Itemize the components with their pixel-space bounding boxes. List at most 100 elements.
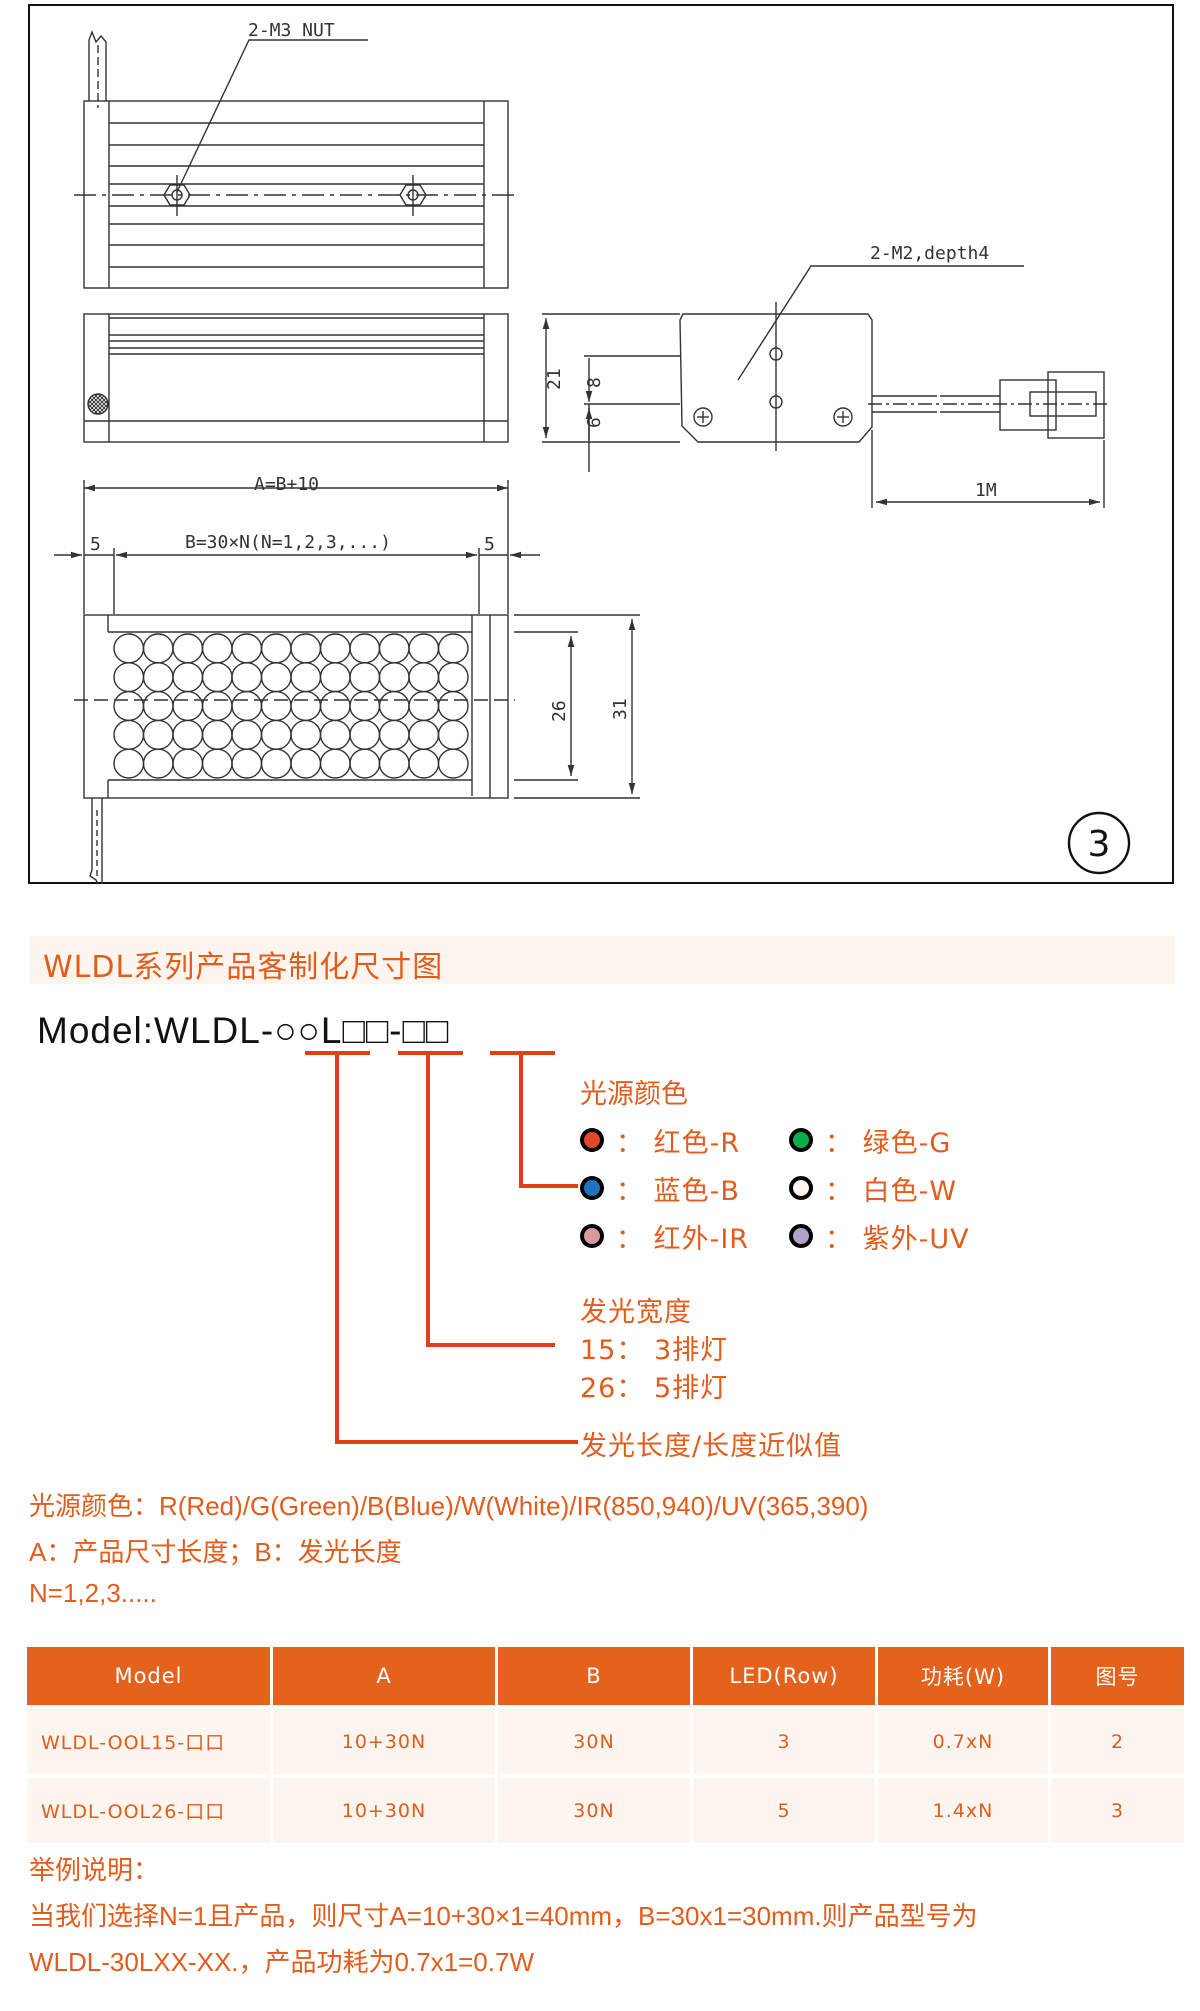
width-option: 15： 3排灯 <box>580 1335 729 1366</box>
led-circle <box>113 719 145 750</box>
cell-a: 10+30N <box>273 1778 495 1843</box>
section-title-band: WLDL系列产品客制化尺寸图 <box>29 936 1175 985</box>
model-width-code: □□ <box>342 1010 390 1051</box>
color-option-label: ： 紫外-UV <box>825 1223 970 1255</box>
led-circle <box>290 719 322 750</box>
led-circle <box>349 662 381 693</box>
led-circle <box>172 719 204 750</box>
color-option-label: ： 蓝色-B <box>616 1175 740 1207</box>
screw-icon <box>693 407 713 427</box>
cell-figure: 3 <box>1051 1778 1184 1843</box>
table-row: WLDL-OOL15-口口 10+30N 30N 3 0.7xN 2 <box>27 1709 1184 1774</box>
color-option: ： 红外-IR <box>580 1219 749 1255</box>
color-option-label: ： 白色-W <box>825 1175 958 1207</box>
cell-a: 10+30N <box>273 1709 495 1774</box>
connector-length <box>335 1053 578 1444</box>
led-circle <box>378 719 410 750</box>
led-circle <box>349 690 381 722</box>
led-circle <box>408 719 440 750</box>
led-circle <box>319 633 351 664</box>
front-view <box>54 480 640 885</box>
table-header-row: Model A B LED(Row) 功耗(W) 图号 <box>27 1647 1184 1705</box>
led-circle <box>437 690 469 722</box>
color-option: ： 紫外-UV <box>789 1219 970 1255</box>
color-swatch-icon <box>789 1176 813 1200</box>
left-margin-label: 5 <box>90 534 101 555</box>
cell-figure: 2 <box>1051 1709 1184 1774</box>
spec-table: Model A B LED(Row) 功耗(W) 图号 WLDL-OOL15-口… <box>24 1643 1187 1847</box>
led-circle <box>290 633 322 664</box>
color-option: ： 绿色-G <box>789 1123 952 1159</box>
cable-length-label: 1M <box>975 480 997 501</box>
led-circle <box>260 748 292 779</box>
dim-31: 31 <box>610 698 631 720</box>
cell-b: 30N <box>498 1778 690 1843</box>
led-circle <box>349 719 381 750</box>
example-line: 当我们选择N=1且产品，则尺寸A=10+30×1=40mm，B=30x1=30m… <box>29 1901 978 1931</box>
led-circle <box>113 748 145 779</box>
led-circle <box>172 662 204 693</box>
led-circle <box>113 633 145 664</box>
led-circle <box>260 719 292 750</box>
led-circle <box>408 662 440 693</box>
cell-led-rows: 5 <box>693 1778 875 1843</box>
width-option: 26： 5排灯 <box>580 1373 729 1404</box>
header-b: B <box>498 1647 690 1705</box>
model-dash: - <box>389 1010 403 1051</box>
section-title: WLDL系列产品客制化尺寸图 <box>43 950 444 985</box>
cell-model: WLDL-OOL15-口口 <box>27 1709 270 1774</box>
led-circle <box>408 633 440 664</box>
led-circle <box>142 748 174 779</box>
note-n-values: N=1,2,3..... <box>29 1578 157 1608</box>
note-dimensions: A：产品尺寸长度；B：发光长度 <box>29 1537 402 1567</box>
dim-26: 26 <box>549 700 570 722</box>
color-swatch-icon <box>580 1176 604 1200</box>
color-option: ： 红色-R <box>580 1123 740 1159</box>
nut-icon <box>399 175 427 216</box>
cell-model: WLDL-OOL26-口口 <box>27 1778 270 1843</box>
led-circle <box>231 662 263 693</box>
example-line: WLDL-30LXX-XX.，产品功耗为0.7x1=0.7W <box>29 1947 534 1977</box>
nut-label: 2-M3 NUT <box>248 20 335 41</box>
end-view <box>542 265 1110 508</box>
figure-number-circle <box>1067 811 1131 875</box>
color-option-label: ： 绿色-G <box>825 1127 952 1159</box>
dim-21: 21 <box>544 368 565 390</box>
color-swatch-icon <box>789 1128 813 1152</box>
led-circle <box>437 719 469 750</box>
header-model: Model <box>27 1647 270 1705</box>
led-circle <box>201 633 233 664</box>
led-circle <box>142 719 174 750</box>
header-power: 功耗(W) <box>878 1647 1048 1705</box>
dim-8: 8 <box>584 377 605 388</box>
led-circle <box>231 633 263 664</box>
color-swatch-icon <box>580 1128 604 1152</box>
led-circle <box>319 662 351 693</box>
led-circle <box>290 690 322 722</box>
led-circle <box>113 690 145 722</box>
header-figure: 图号 <box>1051 1647 1184 1705</box>
led-circle <box>172 633 204 664</box>
led-circle <box>408 748 440 779</box>
example-title: 举例说明： <box>29 1855 160 1885</box>
led-circle <box>142 633 174 664</box>
led-circle <box>319 690 351 722</box>
color-option: ： 白色-W <box>789 1171 958 1207</box>
color-swatch-icon <box>789 1224 813 1248</box>
right-margin-label: 5 <box>484 534 495 555</box>
cable-gland-icon <box>87 393 109 415</box>
nut-icon <box>163 175 191 216</box>
connector-width <box>426 1053 555 1347</box>
led-circle <box>290 662 322 693</box>
led-circle <box>378 633 410 664</box>
header-led-rows: LED(Row) <box>693 1647 875 1705</box>
a-dimension-label: A=B+10 <box>254 474 319 495</box>
led-circle <box>378 748 410 779</box>
cell-led-rows: 3 <box>693 1709 875 1774</box>
led-circle <box>113 662 145 693</box>
led-circle <box>201 748 233 779</box>
figure-number: 3 <box>1088 824 1111 865</box>
led-circle <box>172 690 204 722</box>
model-l: L <box>320 1010 343 1051</box>
led-grid <box>113 633 469 779</box>
